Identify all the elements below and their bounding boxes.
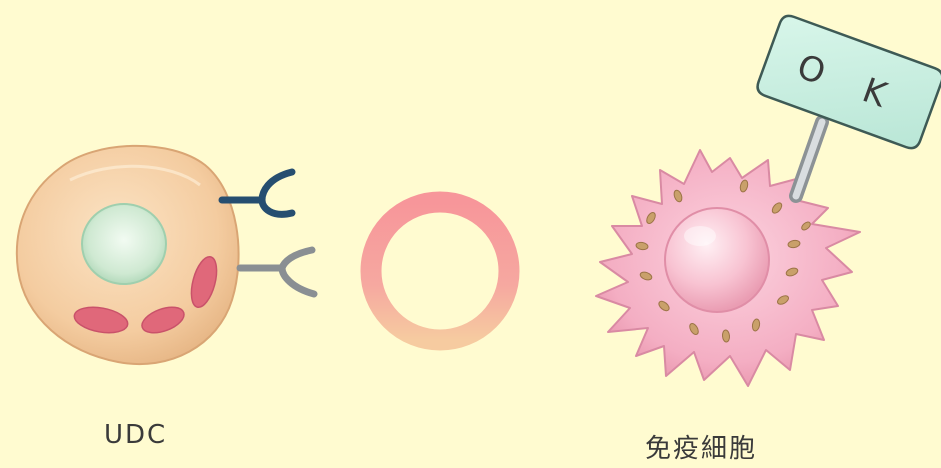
udc-nucleus: [82, 204, 166, 284]
circle-mark-icon: [371, 202, 509, 340]
immune-cell: [596, 150, 860, 386]
udc-label: UDC: [104, 420, 167, 450]
ok-sign: O K: [755, 13, 941, 196]
receptor-gray-icon: [240, 250, 314, 294]
immune-nucleus: [665, 208, 769, 312]
udc-cell: [17, 146, 239, 364]
immune-cell-label: 免疫細胞: [645, 428, 757, 465]
